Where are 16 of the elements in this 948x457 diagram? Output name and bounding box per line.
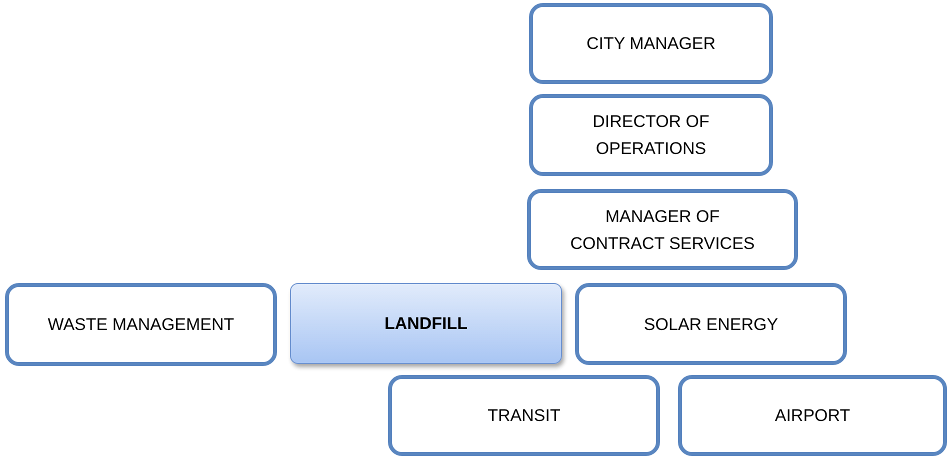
box-label: CITY MANAGER <box>586 33 716 55</box>
box-label: DIRECTOR OF OPERATIONS <box>592 111 710 160</box>
box-label: LANDFILL <box>384 313 468 335</box>
org-box <box>529 94 773 176</box>
org-box <box>529 3 773 84</box>
org-box <box>678 375 947 456</box>
box-label: AIRPORT <box>774 405 850 427</box>
org-box <box>388 375 660 456</box>
org-box <box>5 283 277 366</box>
highlighted-box <box>290 283 562 364</box>
box-label: WASTE MANAGEMENT <box>48 314 234 336</box>
org-box <box>575 283 847 365</box>
box-label: MANAGER OF CONTRACT SERVICES <box>569 206 756 254</box>
box-label: TRANSIT <box>488 405 560 427</box>
box-label: SOLAR ENERGY <box>644 314 778 336</box>
org-box <box>527 189 798 270</box>
